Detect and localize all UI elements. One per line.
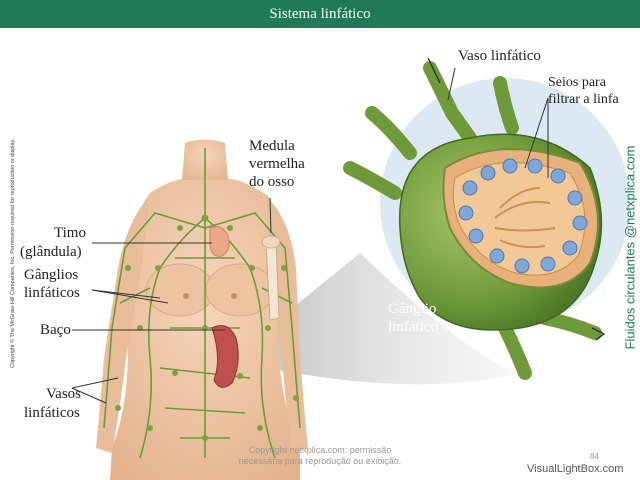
label-seios-line2: filtrar a linfa bbox=[548, 92, 619, 107]
diagram-stage: Vaso linfático Seios para filtrar a linf… bbox=[0, 28, 640, 480]
label-vasos-line2: linfáticos bbox=[24, 405, 80, 421]
label-ganglio-line2: linfático bbox=[388, 319, 438, 335]
side-copyright-text: Copyright © The McGraw-Hill Companies, I… bbox=[10, 138, 16, 368]
label-vaso-linfatico: Vaso linfático bbox=[458, 48, 541, 64]
label-ganglios-line1: Gânglios bbox=[24, 267, 79, 283]
label-ganglios-line2: linfáticos bbox=[24, 285, 80, 301]
magnification-cone bbox=[268, 253, 520, 385]
label-timo-line2: (glândula) bbox=[20, 244, 82, 260]
label-medula-line3: do osso bbox=[249, 174, 295, 190]
leader-lines bbox=[71, 67, 549, 404]
side-brand-text: Fluidos circulantes @netxplica.com bbox=[622, 145, 638, 350]
footer-line2: necessária para reprodução ou exibição. bbox=[238, 456, 402, 466]
thymus-organ bbox=[209, 226, 230, 257]
footer-copyright: Copyright netxplica.com: permissão neces… bbox=[225, 445, 415, 467]
label-ganglio-line1: Gânglio bbox=[388, 301, 437, 317]
lymph-node-illustration bbox=[343, 57, 606, 380]
footer-line1: Copyright netxplica.com: permissão bbox=[248, 445, 392, 455]
lymphatic-illustration bbox=[71, 57, 630, 480]
watermark-text: VisualLightBox.com bbox=[527, 463, 624, 475]
label-seios-line1: Seios para bbox=[548, 75, 606, 90]
label-vasos-line1: Vasos bbox=[46, 386, 82, 402]
label-baco: Baço bbox=[40, 322, 71, 338]
label-medula-line2: vermelha bbox=[249, 156, 305, 172]
slide-title: Sistema linfático bbox=[0, 0, 640, 28]
slide-number: 84 bbox=[590, 452, 599, 461]
sinus-follicles bbox=[458, 158, 588, 274]
body-lymph-nodes bbox=[115, 214, 299, 441]
spleen-organ bbox=[211, 325, 239, 388]
label-timo-line1: Timo bbox=[54, 225, 86, 241]
label-medula-line1: Medula bbox=[249, 138, 295, 154]
